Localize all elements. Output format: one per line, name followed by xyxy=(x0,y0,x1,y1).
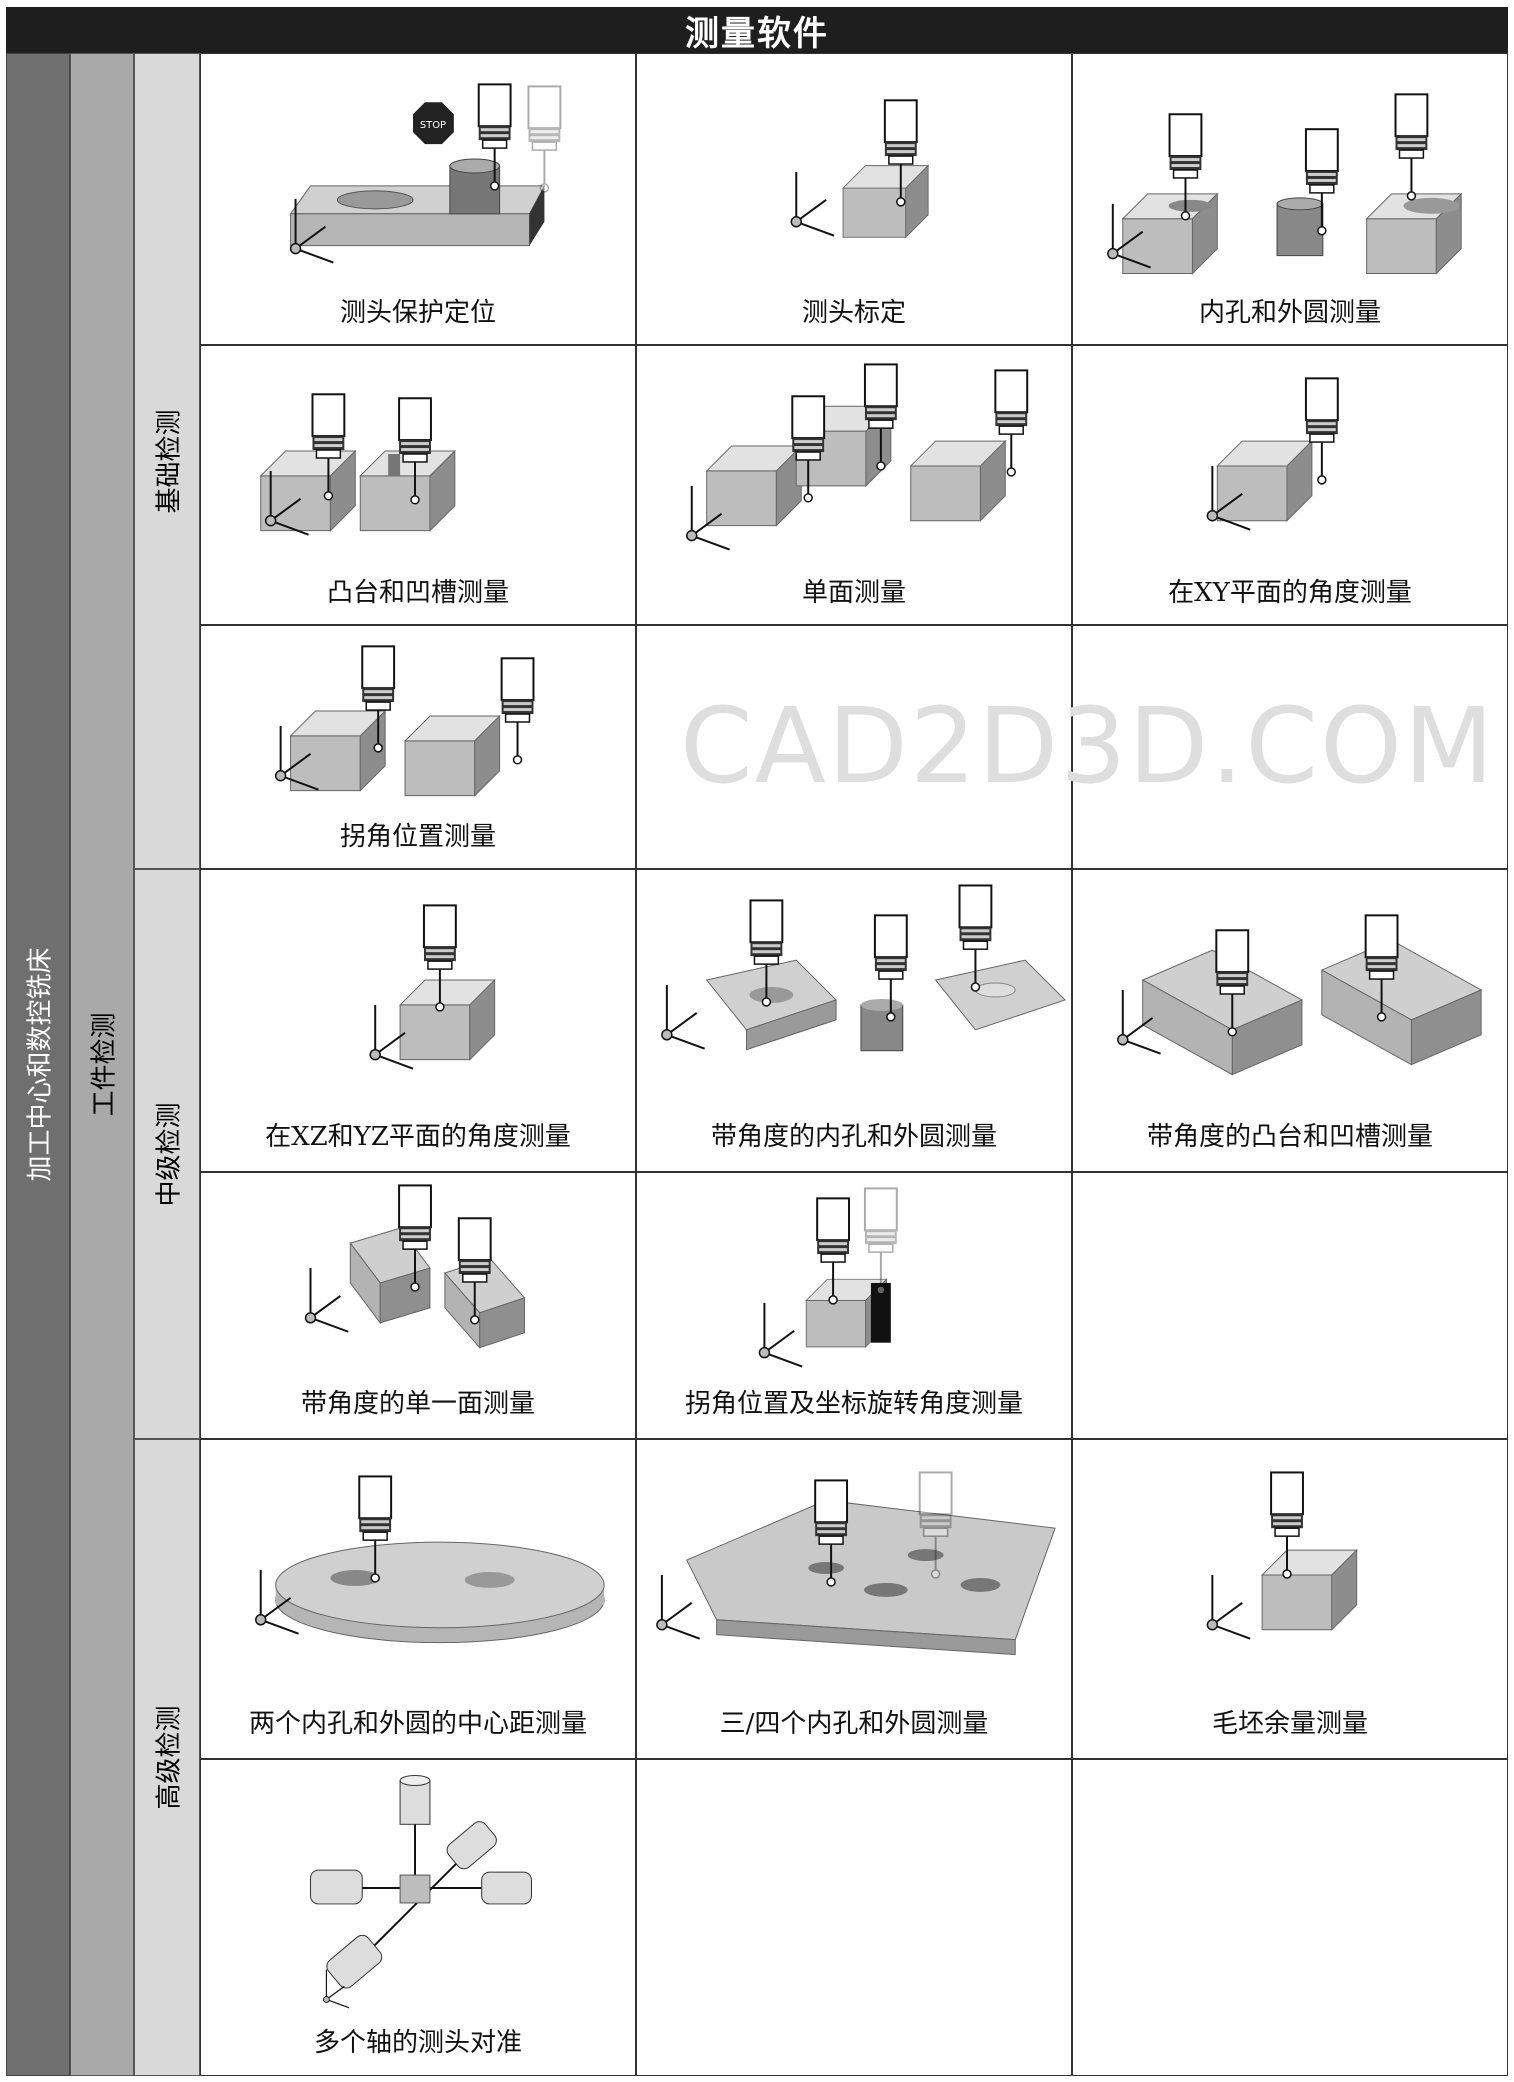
card-multi-axis-alignment: 多个轴的测头对准 xyxy=(200,1759,636,2076)
xz-yz-angle-illustration xyxy=(369,904,496,1070)
machine-type-label: 加工中心和数控铣床 xyxy=(25,947,56,1182)
card-corner-position: 拐角位置测量 xyxy=(200,625,636,869)
item-caption: 单面测量 xyxy=(801,578,906,608)
card-xy-angle: 在XY平面的角度测量 xyxy=(1072,345,1508,625)
card-angled-bore-boss: 带角度的内孔和外圆测量 xyxy=(636,869,1072,1172)
three-four-bores-illustration xyxy=(655,1471,1056,1656)
section-intermediate: 中级检测 xyxy=(134,869,200,1439)
stock-allowance-illustration xyxy=(1206,1471,1358,1640)
page-title: 测量软件 xyxy=(6,7,1508,54)
item-caption: 三/四个内孔和外圆测量 xyxy=(719,1709,989,1739)
watermark: CAD2D3D.COM xyxy=(680,685,1496,807)
section-advanced: 高级检测 xyxy=(134,1439,200,2076)
card-xz-yz-angle: 在XZ和YZ平面的角度测量 xyxy=(200,869,636,1172)
item-caption: 测头标定 xyxy=(801,298,906,328)
card-single-surface: 单面测量 xyxy=(636,345,1072,625)
machine-type-column: 加工中心和数控铣床 xyxy=(6,53,70,2076)
probe-protect-illustration: STOP xyxy=(289,83,562,264)
card-probe-calibration: 测头标定 xyxy=(636,53,1072,345)
item-caption: 多个轴的测头对准 xyxy=(313,2028,522,2058)
probe-calibration-illustration xyxy=(790,99,929,238)
card-bore-boss: 内孔和外圆测量 xyxy=(1072,53,1508,345)
angled-bore-boss-illustration xyxy=(660,884,1066,1052)
empty-cell xyxy=(1072,625,1508,869)
bore-boss-illustration xyxy=(1106,93,1462,275)
angled-single-surface-illustration xyxy=(304,1184,526,1350)
item-caption: 内孔和外圆测量 xyxy=(1198,298,1381,328)
svg-text:STOP: STOP xyxy=(420,120,446,131)
corner-position-illustration xyxy=(274,645,535,797)
item-caption: 拐角位置及坐标旋转角度测量 xyxy=(684,1389,1023,1419)
angled-web-pocket-illustration xyxy=(1116,914,1483,1076)
card-probe-protect: STOP 测头保护定位 xyxy=(200,53,636,345)
card-web-pocket: 凸台和凹槽测量 xyxy=(200,345,636,625)
card-three-four-bores: 三/四个内孔和外圆测量 xyxy=(636,1439,1072,1759)
section-basic: 基础检测 xyxy=(134,53,200,869)
corner-rotation-illustration xyxy=(758,1187,898,1368)
single-surface-illustration xyxy=(685,363,1029,551)
section-label: 中级检测 xyxy=(154,1101,185,1207)
item-caption: 在XZ和YZ平面的角度测量 xyxy=(265,1122,571,1152)
item-caption: 在XY平面的角度测量 xyxy=(1168,578,1412,608)
item-caption: 测头保护定位 xyxy=(339,298,496,328)
card-corner-rotation: 拐角位置及坐标旋转角度测量 xyxy=(636,1172,1072,1439)
card-angled-web-pocket: 带角度的凸台和凹槽测量 xyxy=(1072,869,1508,1172)
section-label: 高级检测 xyxy=(154,1705,185,1810)
web-pocket-illustration xyxy=(260,393,456,536)
empty-cell xyxy=(636,625,1072,869)
item-caption: 带角度的内孔和外圆测量 xyxy=(710,1122,997,1152)
empty-cell xyxy=(1072,1172,1508,1439)
card-center-distance: 两个内孔和外圆的中心距测量 xyxy=(200,1439,636,1759)
empty-cell xyxy=(636,1759,1072,2076)
card-angled-single-surface: 带角度的单一面测量 xyxy=(200,1172,636,1439)
item-caption: 两个内孔和外圆的中心距测量 xyxy=(248,1709,587,1739)
section-label: 基础检测 xyxy=(154,408,185,514)
item-caption: 带角度的单一面测量 xyxy=(300,1389,535,1419)
category-column: 工件检测 xyxy=(70,53,134,2076)
multi-axis-alignment-illustration xyxy=(309,1775,532,2009)
category-label: 工件检测 xyxy=(89,1012,120,1117)
item-caption: 毛坯余量测量 xyxy=(1211,1709,1368,1739)
item-caption: 带角度的凸台和凹槽测量 xyxy=(1146,1122,1433,1152)
item-caption: 凸台和凹槽测量 xyxy=(326,578,509,608)
card-stock-allowance: 毛坯余量测量 xyxy=(1072,1439,1508,1759)
item-caption: 拐角位置测量 xyxy=(339,822,496,852)
xy-angle-illustration xyxy=(1206,377,1339,531)
empty-cell xyxy=(1072,1759,1508,2076)
center-distance-illustration xyxy=(254,1475,605,1644)
